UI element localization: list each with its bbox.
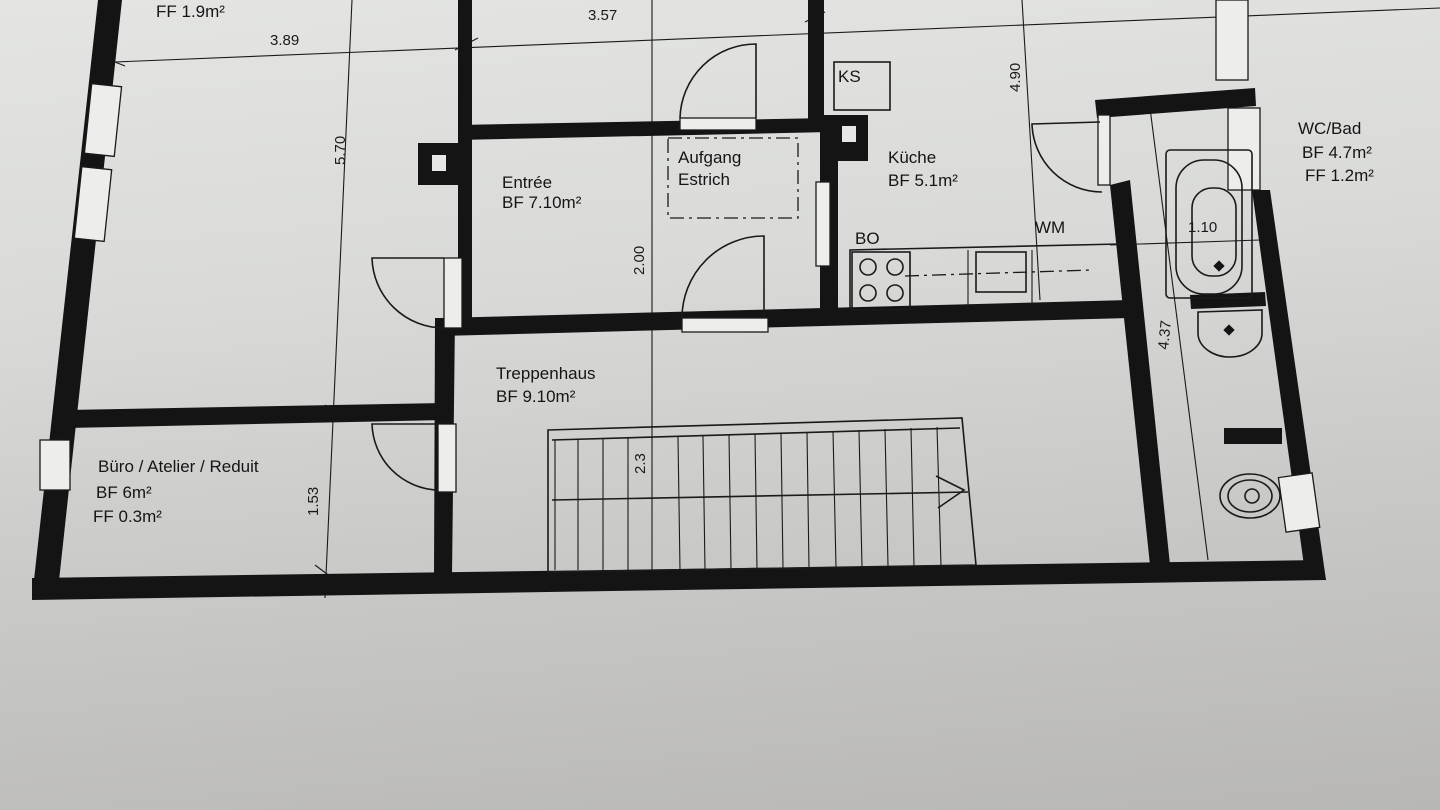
label-top-left-ff: FF 1.9m² xyxy=(156,2,225,21)
label-ks: KS xyxy=(838,67,861,86)
dim-4-90: 4.90 xyxy=(1007,63,1024,92)
label-entree-area: BF 7.10m² xyxy=(502,193,582,212)
label-entree: Entrée xyxy=(502,173,552,192)
doors xyxy=(371,43,1103,493)
room-labels: FF 1.9m² Entrée BF 7.10m² Aufgang Estric… xyxy=(93,2,1374,526)
label-kueche: Küche xyxy=(888,148,936,167)
dim-5-70: 5.70 xyxy=(332,136,349,165)
dim-1-53: 1.53 xyxy=(305,487,322,516)
dim-3-57: 3.57 xyxy=(588,7,617,24)
bathroom-fixtures xyxy=(1165,149,1281,519)
label-buero-ff: FF 0.3m² xyxy=(93,507,162,526)
label-wc-bad-ff: FF 1.2m² xyxy=(1305,166,1374,185)
label-bo: BO xyxy=(855,229,880,248)
dim-2-00: 2.00 xyxy=(631,246,648,275)
dim-1-10: 1.10 xyxy=(1188,219,1217,236)
aufgang-outline xyxy=(667,137,799,219)
label-kueche-area: BF 5.1m² xyxy=(888,171,958,190)
label-wm: WM xyxy=(1035,218,1065,237)
dim-2-3: 2.3 xyxy=(632,453,649,474)
label-estrich: Estrich xyxy=(678,170,730,189)
staircase xyxy=(547,417,977,573)
dim-4-37: 4.37 xyxy=(1155,320,1175,351)
dim-3-89: 3.89 xyxy=(270,32,299,49)
label-buero: Büro / Atelier / Reduit xyxy=(98,457,259,476)
dimension-labels: 3.89 3.57 5.70 4.90 2.00 1.10 4.37 1.53 … xyxy=(270,7,1217,516)
label-buero-area: BF 6m² xyxy=(96,483,152,502)
label-wc-bad-area: BF 4.7m² xyxy=(1302,143,1372,162)
windows xyxy=(39,0,1321,533)
label-treppenhaus: Treppenhaus xyxy=(496,364,596,383)
ks-box xyxy=(833,61,891,111)
kitchen-counter xyxy=(833,61,1121,311)
label-aufgang: Aufgang xyxy=(678,148,741,167)
label-wc-bad: WC/Bad xyxy=(1298,119,1361,138)
label-treppenhaus-area: BF 9.10m² xyxy=(496,387,576,406)
